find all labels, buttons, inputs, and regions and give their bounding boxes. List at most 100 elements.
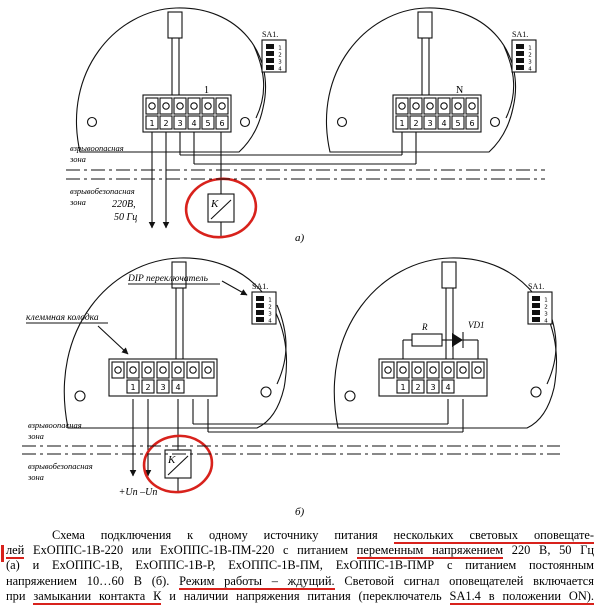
sa1-label: SA1. bbox=[528, 282, 544, 291]
terminal-number: 3 bbox=[430, 383, 435, 392]
paragraph-line: Схема подключения к одному источнику пит… bbox=[6, 528, 595, 544]
terminal-number-cell bbox=[426, 379, 440, 394]
terminal-screw bbox=[162, 102, 170, 110]
terminal-number-cell bbox=[423, 115, 437, 130]
terminal-screw bbox=[426, 102, 434, 110]
sa1-label: SA1. bbox=[512, 30, 528, 39]
terminal-cell bbox=[381, 361, 395, 379]
terminal-cell bbox=[395, 97, 409, 115]
text-run-red-underline: SA1.4 в положении ON). bbox=[449, 588, 594, 605]
dip-callout-label: DIP переключатель bbox=[127, 274, 209, 284]
terminal-cell bbox=[186, 361, 200, 379]
terminal-number: 5 bbox=[205, 119, 210, 128]
terminal-screw bbox=[474, 366, 482, 374]
terminal-number-cell bbox=[437, 115, 451, 130]
terminal-cell bbox=[141, 361, 155, 379]
terminal-number-cell bbox=[215, 115, 229, 130]
text-run-red-underline: Режим работы – ждущий. bbox=[179, 573, 335, 590]
supply-voltage-label: 50 Гц bbox=[114, 212, 137, 223]
dip-switch-number: 1 bbox=[528, 46, 532, 52]
terminal-screw bbox=[148, 102, 156, 110]
terminal-screw bbox=[399, 366, 407, 374]
terminal-number-cell bbox=[396, 379, 410, 394]
dip-switch-toggle bbox=[266, 51, 274, 56]
terminal-cell bbox=[187, 97, 201, 115]
terminal-screw bbox=[129, 366, 137, 374]
terminal-cell bbox=[409, 97, 423, 115]
terminal-screw bbox=[218, 102, 226, 110]
paragraph-line: напряжением 10…60 В (б). Режим работы – … bbox=[6, 573, 594, 590]
terminal-number: 6 bbox=[219, 119, 224, 128]
safe-zone-label: зона bbox=[69, 197, 86, 207]
terminal-number: 1 bbox=[400, 383, 405, 392]
text-run-red-underline: переменным напряжением bbox=[356, 543, 504, 560]
terminal-cell bbox=[145, 97, 159, 115]
dip-switch-number: 2 bbox=[544, 305, 548, 311]
terminal-number-cell bbox=[201, 115, 215, 130]
terminal-number-cell bbox=[451, 115, 465, 130]
diode-label: VD1 bbox=[468, 320, 485, 330]
terminal-screw bbox=[204, 102, 212, 110]
text-run: и наличии напряжения питания (переключат… bbox=[161, 588, 450, 603]
terminal-cell bbox=[396, 361, 410, 379]
diagram-a: К взрывоопасная зона взрывобезопасная зо… bbox=[66, 7, 545, 244]
dip-switch-toggle bbox=[532, 317, 540, 322]
terminal-number-cell bbox=[171, 379, 185, 394]
terminal-screw bbox=[144, 366, 152, 374]
terminal-screw bbox=[440, 102, 448, 110]
terminal-number: 3 bbox=[427, 119, 432, 128]
sa1-label: SA1. bbox=[262, 30, 278, 39]
dip-switch-toggle bbox=[532, 303, 540, 308]
dip-switch-number: 4 bbox=[278, 67, 282, 73]
terminal-cell bbox=[159, 97, 173, 115]
terminal-cell bbox=[456, 361, 470, 379]
text-run-red-underline: замыкании контакта К bbox=[33, 588, 162, 605]
terminal-number: 4 bbox=[445, 383, 450, 392]
dip-switch-toggle bbox=[256, 317, 264, 322]
contact-k-label: К bbox=[210, 198, 219, 210]
dip-switch-number: 1 bbox=[544, 298, 548, 304]
device-number-label: 1 bbox=[204, 85, 209, 96]
diagram-b: DIP переключатель клеммная колодка SA1. … bbox=[22, 257, 560, 518]
dip-switch-toggle bbox=[516, 58, 524, 63]
terminal-number-cell bbox=[411, 379, 425, 394]
terminal-cell bbox=[171, 361, 185, 379]
dip-switch-number: 3 bbox=[544, 312, 548, 318]
terminal-number-cell bbox=[395, 115, 409, 130]
terminal-cell bbox=[173, 97, 187, 115]
terminal-number: 3 bbox=[160, 383, 165, 392]
red-margin-mark bbox=[1, 545, 4, 562]
dip-switch-number: 3 bbox=[278, 60, 282, 66]
text-run: напряжением 10…60 В (б). bbox=[6, 573, 180, 588]
terminal-screw bbox=[189, 366, 197, 374]
terminal-number: 2 bbox=[145, 383, 150, 392]
terminal-number: 1 bbox=[399, 119, 404, 128]
terminal-cell bbox=[126, 361, 140, 379]
dip-switch-toggle bbox=[516, 51, 524, 56]
terminal-screw bbox=[174, 366, 182, 374]
dip-switch-number: 3 bbox=[528, 60, 532, 66]
text-run: (а) и ЕхОППС-1В, ЕхОППС-1В-Р, ЕхОППС-1В-… bbox=[6, 558, 594, 573]
dip-switch-number: 1 bbox=[278, 46, 282, 52]
device-number-label: N bbox=[456, 85, 463, 96]
terminal-number-cell bbox=[187, 115, 201, 130]
terminal-screw bbox=[398, 102, 406, 110]
paragraph-line: лей ЕхОППС-1В-220 или ЕхОППС-1В-ПМ-220 с… bbox=[6, 543, 594, 560]
terminal-number: 4 bbox=[191, 119, 196, 128]
dip-switch-number: 3 bbox=[268, 312, 272, 318]
terminal-cell bbox=[451, 97, 465, 115]
terminal-screw bbox=[190, 102, 198, 110]
terminal-cell bbox=[441, 361, 455, 379]
wiring-b bbox=[129, 399, 464, 492]
dip-switch-number: 4 bbox=[268, 319, 272, 325]
terminal-cell bbox=[437, 97, 451, 115]
resistor-label: R bbox=[421, 322, 428, 332]
terminal-number-cell bbox=[141, 379, 155, 394]
terminal-number: 4 bbox=[441, 119, 446, 128]
terminal-cell bbox=[411, 361, 425, 379]
terminal-number-cell bbox=[409, 115, 423, 130]
